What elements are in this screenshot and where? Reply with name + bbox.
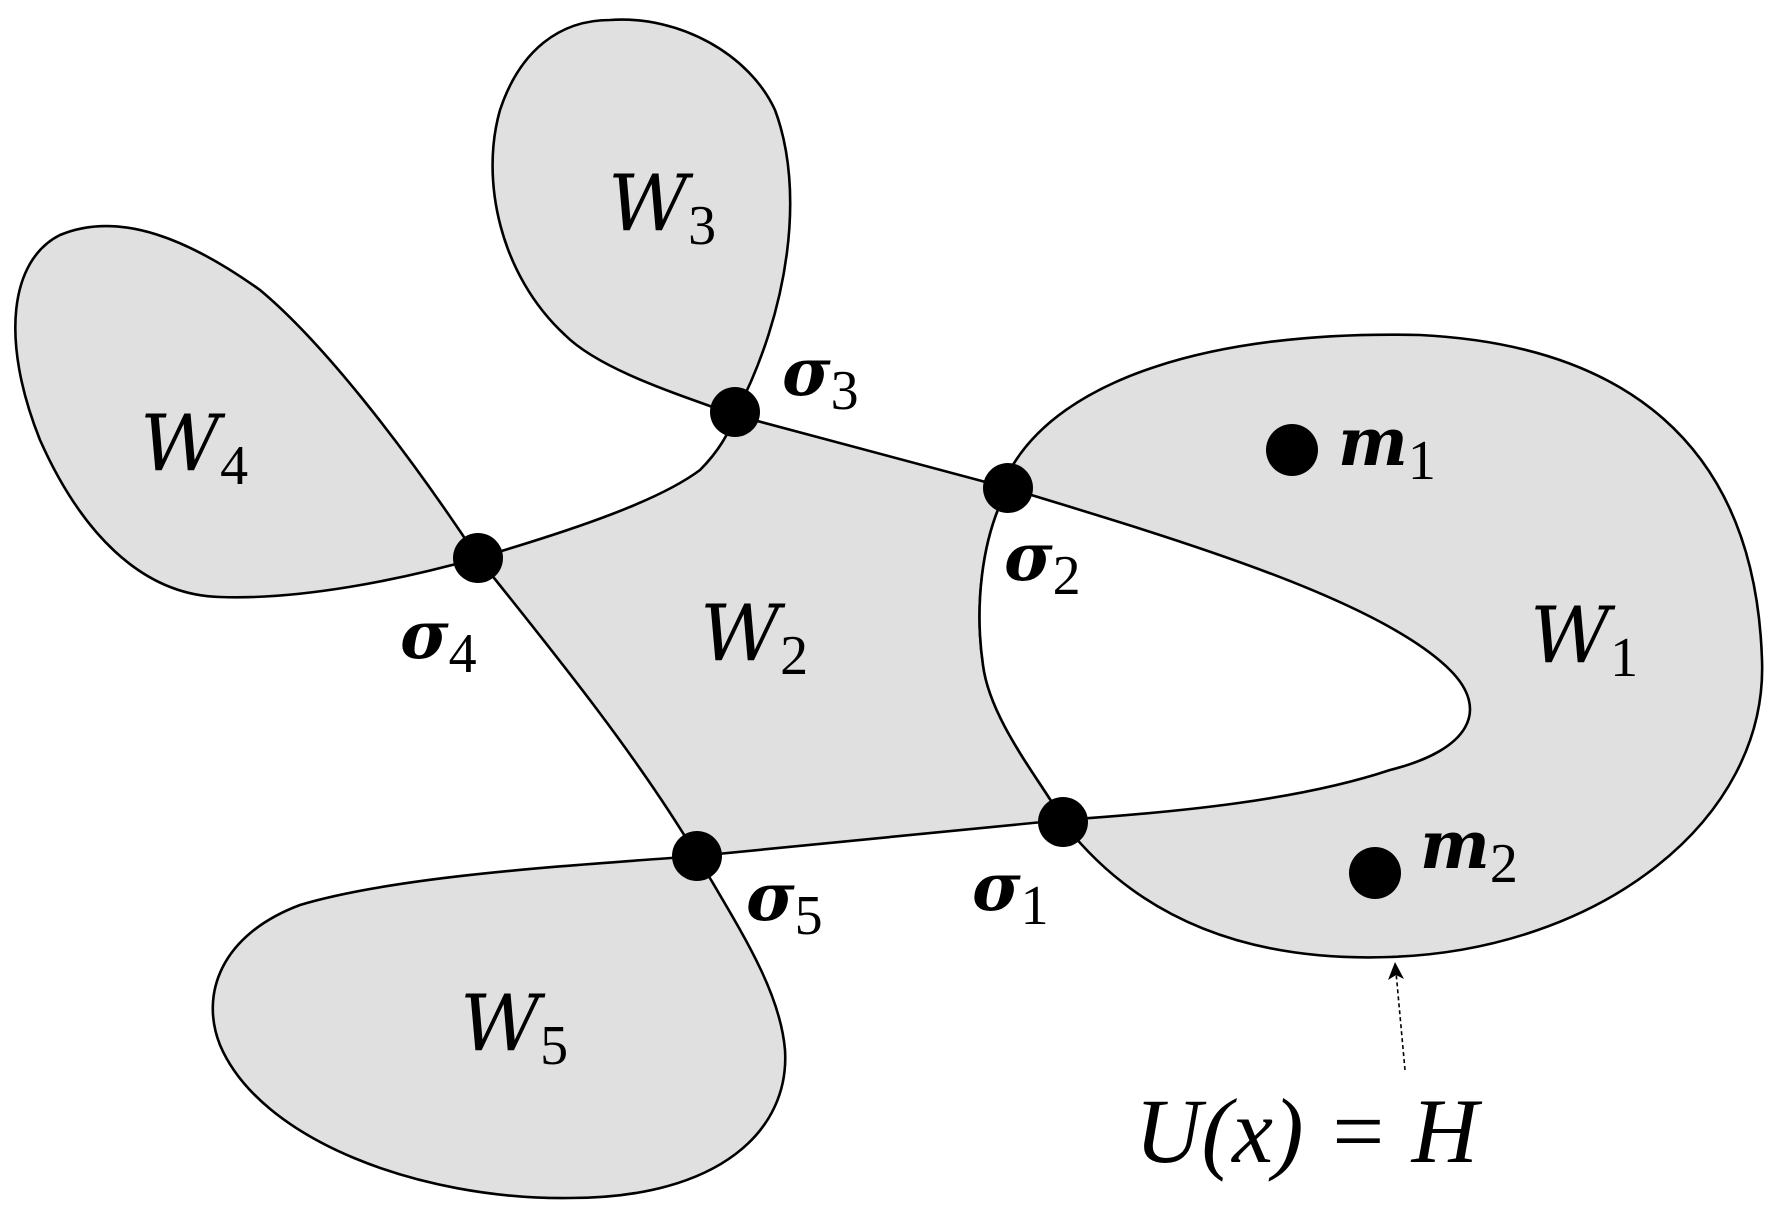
minimum-label-1: m1 [1338,403,1436,492]
level-set-arrow-line [1395,971,1406,1071]
saddle-point-3 [710,387,760,437]
region-w3 [491,18,792,417]
saddle-label-4: σ4 [400,596,477,685]
saddle-label-2: σ2 [1004,518,1081,607]
saddle-point-4 [453,533,503,583]
minimum-point-2 [1349,847,1401,899]
saddle-point-5 [672,831,722,881]
region-label-w4: W4 [140,399,248,497]
saddle-point-1 [1038,797,1088,847]
saddle-label-1: σ1 [972,848,1049,937]
region-w4 [14,224,480,599]
region-label-w3: W3 [608,159,716,257]
region-label-w2: W2 [700,589,808,687]
saddle-label-3: σ3 [782,333,859,422]
minimum-label-2: m2 [1420,806,1518,895]
region-w5 [211,854,787,1200]
level-set-label: U(x) = H [1135,1080,1483,1182]
hole-region [978,486,1472,822]
saddle-label-5: σ5 [746,858,823,947]
region-label-w1: W1 [1530,591,1638,689]
minimum-point-1 [1266,424,1318,476]
region-label-w5: W5 [460,979,568,1077]
level-set-arrow-head [1388,962,1404,980]
saddle-point-2 [983,463,1033,513]
